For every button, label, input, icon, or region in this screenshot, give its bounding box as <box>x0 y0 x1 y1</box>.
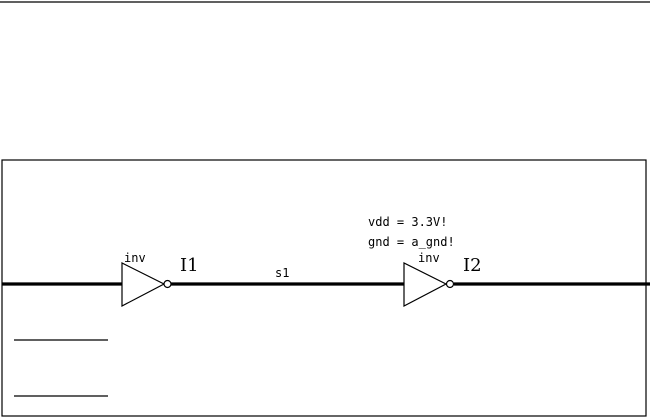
net-s1-label: s1 <box>275 266 289 280</box>
inverter-i2-body[interactable] <box>403 262 448 307</box>
inverter-i1-body[interactable] <box>121 262 166 307</box>
inverter-i2-cell-label: inv <box>418 251 440 265</box>
inverter-i2-instance-label: I2 <box>463 255 482 276</box>
inverter-i1-bubble <box>163 279 172 289</box>
inverter-i1-instance-label: I1 <box>180 255 199 276</box>
vdd-property-label: vdd = 3.3V! <box>368 215 447 229</box>
schematic-frame <box>1 159 647 417</box>
inverter-i1[interactable]: inv I1 <box>121 251 199 307</box>
inverter-i2[interactable]: inv I2 <box>403 251 482 307</box>
inverter-i2-bubble <box>445 279 455 289</box>
inverter-i1-cell-label: inv <box>124 251 146 265</box>
gnd-property-label: gnd = a_gnd! <box>368 235 455 249</box>
